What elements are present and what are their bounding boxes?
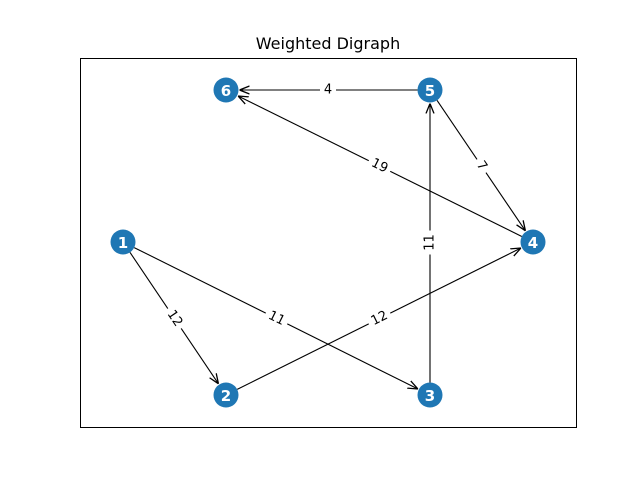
node-5 — [417, 77, 443, 103]
plot-frame — [80, 58, 577, 428]
node-label-1: 1 — [118, 234, 128, 252]
edges-layer: 12 11 12 11 7 4 19 — [129, 82, 525, 390]
edge-weight-label: 4 — [324, 83, 332, 98]
edge-weight-group: 19 — [365, 153, 394, 179]
node-2 — [213, 382, 239, 408]
edge-weight-label: 11 — [266, 308, 288, 329]
edge-weight-group: 12 — [161, 304, 188, 333]
node-label-6: 6 — [221, 82, 231, 100]
node-1 — [110, 229, 136, 255]
edge-weight-group: 11 — [422, 230, 438, 255]
edge-weight-background — [161, 304, 188, 333]
edge-weight-background — [422, 230, 438, 255]
edge-weight-group: 12 — [365, 305, 394, 332]
node-label-2: 2 — [221, 387, 231, 405]
node-3 — [417, 382, 443, 408]
edge-weight-background — [365, 305, 394, 332]
edge-weight-background — [262, 305, 291, 332]
edge-weight-background — [470, 154, 493, 178]
node-label-3: 3 — [425, 387, 435, 405]
edge-weight-label: 12 — [369, 308, 391, 329]
edge-weight-label: 11 — [423, 234, 438, 251]
graph-title: Weighted Digraph — [256, 34, 400, 53]
edge-weight-group: 4 — [320, 82, 336, 98]
edge-weight-label: 19 — [369, 156, 390, 177]
edge-weight-background — [320, 82, 336, 98]
edge-weight-group: 7 — [470, 154, 493, 178]
node-label-5: 5 — [425, 82, 435, 100]
edge-weight-group: 11 — [262, 305, 291, 332]
node-label-4: 4 — [528, 234, 538, 252]
node-4 — [520, 229, 546, 255]
node-6 — [213, 77, 239, 103]
edge-weight-background — [365, 153, 394, 179]
